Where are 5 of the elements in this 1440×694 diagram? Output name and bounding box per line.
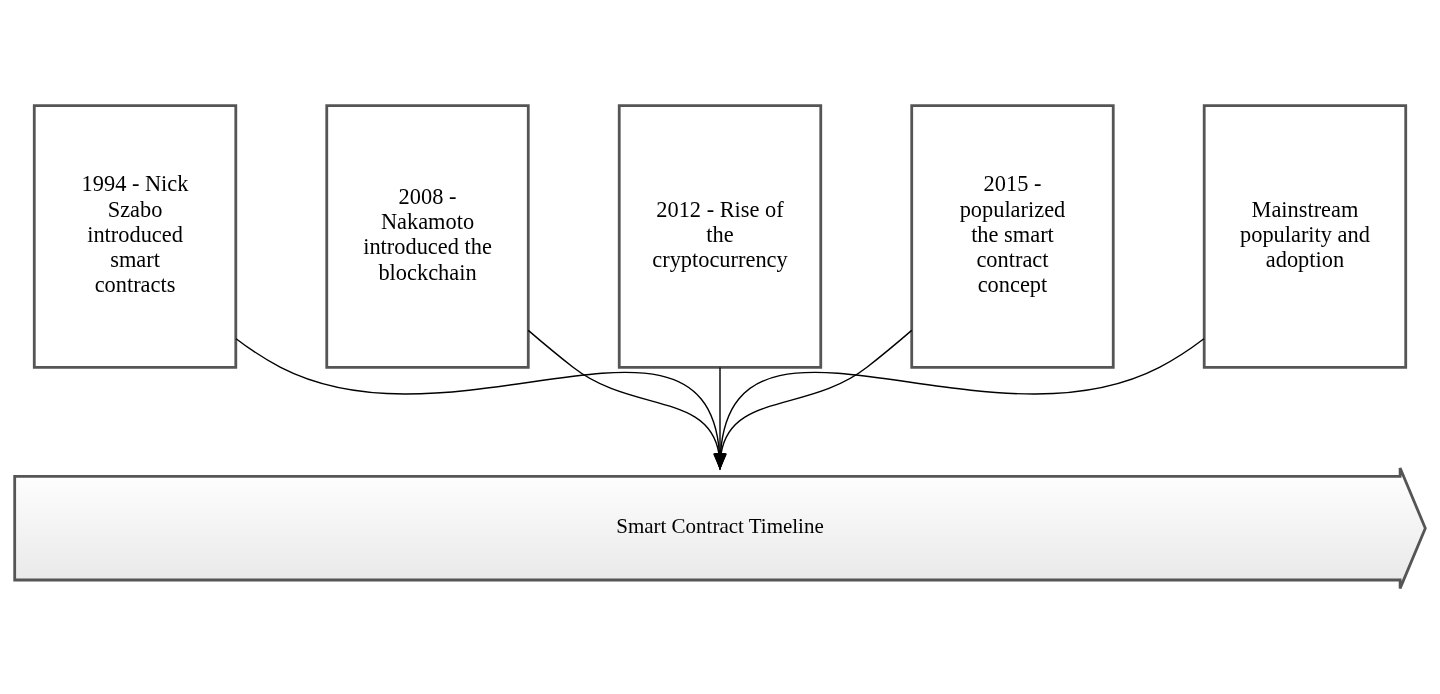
node-box: 1994 - Nick Szabo introduced smart contracts — [32, 104, 238, 369]
node-box: Mainstream popularity and adoption — [1202, 104, 1408, 369]
node-box: 2015 - popularized the smart contract concept — [910, 104, 1115, 369]
node-box: 2008 - Nakamoto introduced the blockchain — [325, 104, 530, 369]
node-box: 2012 - Rise of the cryptocurrency — [617, 104, 823, 369]
